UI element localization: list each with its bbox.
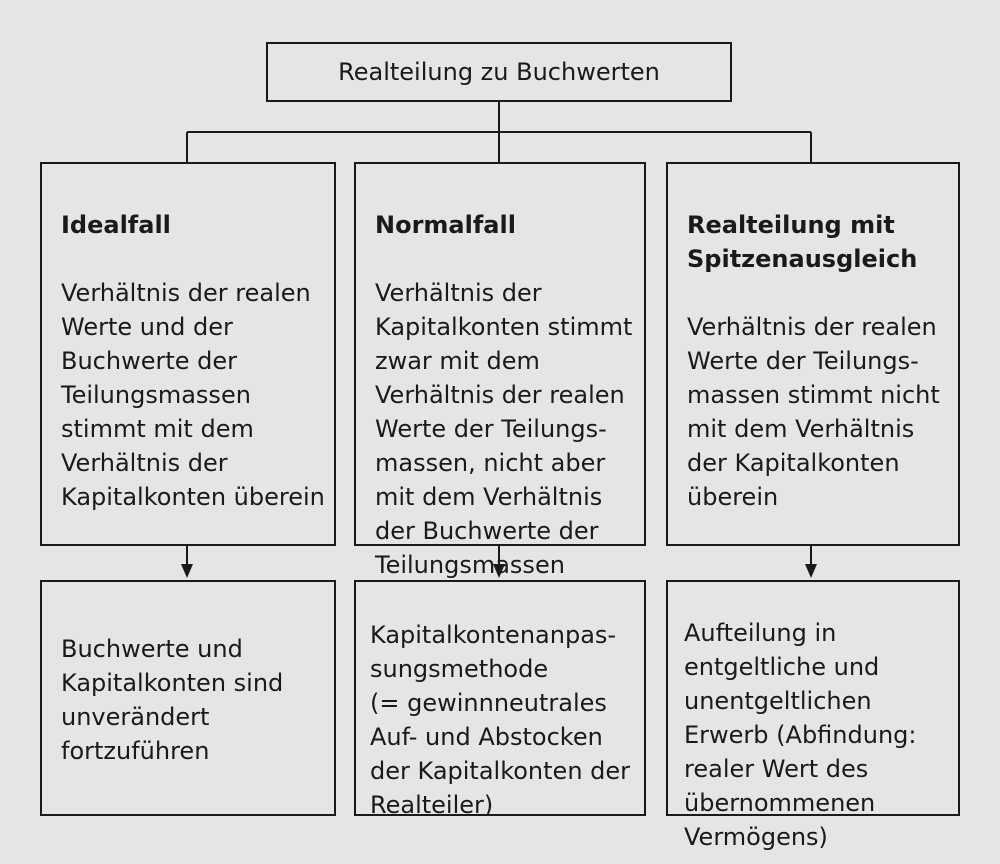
case-box-idealfall: Idealfall Verhältnis der realen Werte un… — [40, 162, 336, 546]
result-text-normalfall: Kapitalkontenanpas- sungsmethode (= gewi… — [370, 621, 631, 819]
case-title-spitzenausgleich: Realteilung mit Spitzenausgleich — [687, 211, 918, 273]
root-node: Realteilung zu Buchwerten — [266, 42, 732, 102]
result-box-idealfall: Buchwerte und Kapitalkonten sind unverän… — [40, 580, 336, 816]
case-title-normalfall: Normalfall — [375, 211, 516, 239]
result-text-spitzenausgleich: Aufteilung in entgeltliche und unentgelt… — [684, 619, 917, 851]
result-box-normalfall: Kapitalkontenanpas- sungsmethode (= gewi… — [354, 580, 646, 819]
case-text-idealfall: Verhältnis der realen Werte und der Buch… — [61, 279, 325, 511]
result-text-idealfall: Buchwerte und Kapitalkonten sind unverän… — [61, 635, 284, 765]
case-box-spitzenausgleich: Realteilung mit Spitzenausgleich Verhält… — [666, 162, 960, 546]
case-title-idealfall: Idealfall — [61, 211, 171, 239]
arrow-head-spitzen — [805, 564, 817, 578]
result-box-spitzenausgleich: Aufteilung in entgeltliche und unentgelt… — [666, 580, 960, 851]
arrow-head-ideal — [181, 564, 193, 578]
arrow-head-normal — [493, 564, 505, 578]
case-text-normalfall: Verhältnis der Kapitalkonten stimmt zwar… — [375, 279, 633, 613]
case-box-normalfall: Normalfall Verhältnis der Kapitalkonten … — [354, 162, 646, 613]
root-title: Realteilung zu Buchwerten — [338, 58, 660, 86]
case-text-spitzenausgleich: Verhältnis der realen Werte der Teilungs… — [687, 313, 940, 511]
